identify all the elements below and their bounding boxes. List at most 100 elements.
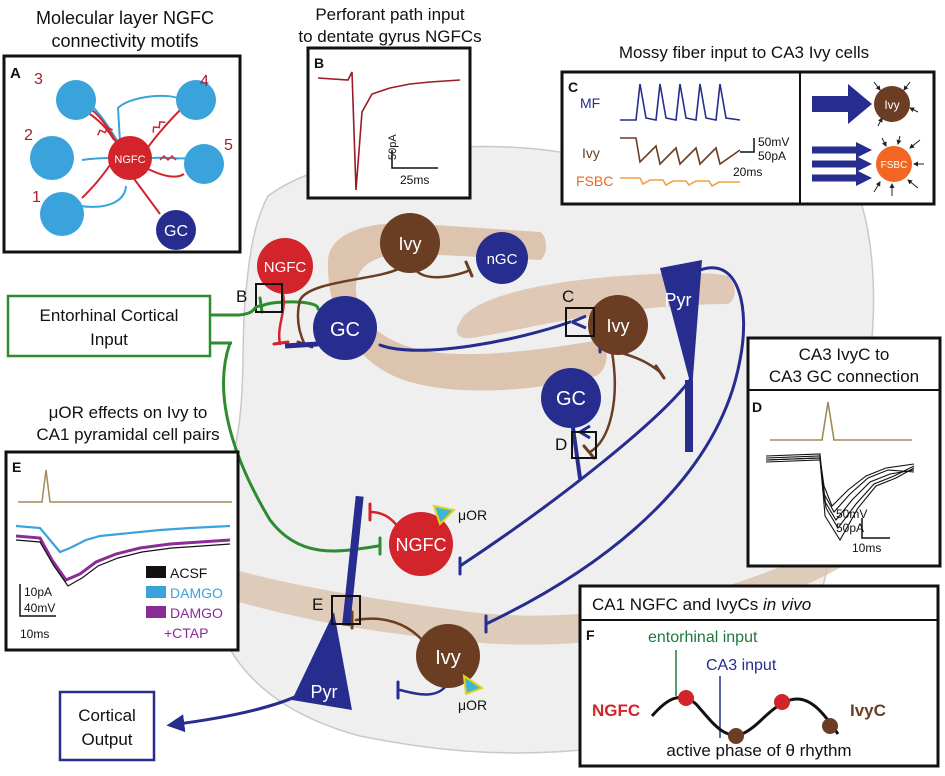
cortical-output-box: Cortical Output <box>58 690 156 762</box>
ivy-top-axon-gc <box>296 266 402 347</box>
panel-d-title-2: CA3 GC connection <box>769 367 919 386</box>
panel-f: CA1 NGFC and IvyCs in vivo F entorhinal … <box>578 584 940 768</box>
gc-mossy-fiber <box>378 320 572 352</box>
ca1-ivy-label: Ivy <box>435 647 461 669</box>
panel-c-label-ivy: Ivy <box>582 145 600 161</box>
panel-a-num-5: 5 <box>224 137 233 154</box>
panel-a-title-1: Molecular layer NGFC <box>36 8 214 28</box>
panel-a-num-4: 4 <box>200 73 209 90</box>
ca3-gc-label: GC <box>556 388 586 410</box>
panel-e-legend-acsf: ACSF <box>170 565 207 581</box>
ca3-granule-cell: GC <box>541 368 601 428</box>
panel-f-ivyc: IvyC <box>850 701 886 720</box>
svg-text:C: C <box>562 287 574 306</box>
marker-e: E <box>312 595 361 625</box>
panel-e-legend-damgo-ctap: DAMGO <box>170 605 223 621</box>
entorhinal-link <box>239 304 263 317</box>
cortical-label-2: Output <box>81 730 132 749</box>
ca3-ivy-cell: Ivy <box>588 295 648 355</box>
panel-c-ivy-cell: Ivy <box>884 98 899 112</box>
cortical-label-1: Cortical <box>78 706 136 725</box>
panel-d: CA3 IvyC to CA3 GC connection D 50mV 50p… <box>746 336 942 568</box>
ca3-pyramidal-cell: Pyr <box>660 260 702 452</box>
panel-a-title-2: connectivity motifs <box>51 31 198 51</box>
svg-text:D: D <box>555 435 567 454</box>
panel-e-legend-damgo: DAMGO <box>170 585 223 601</box>
mor-receptor-bottom-icon <box>462 673 485 696</box>
ca1-pyr-label: Pyr <box>311 682 338 702</box>
ca1-ivy-cell: Ivy <box>416 624 480 688</box>
panel-a-num-2: 2 <box>24 127 33 144</box>
panel-d-title-1: CA3 IvyC to <box>799 345 890 364</box>
ca1-ngfc-cell: NGFC <box>389 512 453 576</box>
panel-e: μOR effects on Ivy to CA1 pyramidal cell… <box>4 403 240 652</box>
panel-b-letter: B <box>314 55 324 71</box>
panel-e-legend-ctap: +CTAP <box>164 625 208 641</box>
panel-d-scale-t: 10ms <box>852 541 881 555</box>
dg-granule-cell: GC <box>284 296 377 360</box>
ivy-top-label: Ivy <box>398 234 421 254</box>
panel-e-title-1: μOR effects on Ivy to <box>49 403 208 422</box>
marker-b: B <box>236 283 283 313</box>
panel-a-gc-label: GC <box>164 223 188 240</box>
panel-f-title: CA1 NGFC and IvyCs in vivo <box>592 595 811 614</box>
entorhinal-label-2: Input <box>90 330 128 349</box>
panel-c-title: Mossy fiber input to CA3 Ivy cells <box>619 43 869 62</box>
panel-a: Molecular layer NGFC connectivity motifs… <box>2 8 242 254</box>
panel-f-letter: F <box>586 627 595 643</box>
panel-e-scale-t: 10ms <box>20 627 49 641</box>
panel-b-scale-x: 25ms <box>400 173 429 187</box>
mor-receptor-top-icon <box>432 504 457 526</box>
ca1-pyramidal-cell: Pyr <box>292 495 364 710</box>
ca3-ivy-label: Ivy <box>606 316 629 336</box>
panel-d-scale-i: 50pA <box>836 521 864 535</box>
panel-c: Mossy fiber input to CA3 Ivy cells C MF … <box>560 43 936 206</box>
panel-e-letter: E <box>12 459 21 475</box>
ca3-gc-axon <box>571 426 582 480</box>
panel-b-scale-y: 50pA <box>387 134 399 160</box>
panel-e-scale-i: 10pA <box>24 585 52 599</box>
panel-d-scale-v: 50mV <box>836 507 867 521</box>
entorhinal-label-1: Entorhinal Cortical <box>40 306 179 325</box>
entorhinal-axon-ca1 <box>222 341 380 553</box>
panel-a-num-1: 1 <box>32 189 41 206</box>
mor-bottom-label: μOR <box>458 697 487 713</box>
marker-c: C <box>562 287 595 337</box>
entorhinal-axon-dg <box>260 300 320 311</box>
panel-a-letter: A <box>10 65 21 82</box>
panel-b: Perforant path input to dentate gyrus NG… <box>298 5 482 200</box>
ngfc-top-cell: NGFC <box>257 238 313 294</box>
ngfc-top-label: NGFC <box>264 259 307 276</box>
panel-c-letter: C <box>568 79 578 95</box>
ca3-pyr-to-ngfc <box>458 378 692 568</box>
panel-a-num-3: 3 <box>34 71 43 88</box>
ca3-pyr-label: Pyr <box>665 290 692 310</box>
mossy-fiber-terminal <box>571 314 587 330</box>
panel-b-title-1: Perforant path input <box>315 5 465 24</box>
ngc-cell: nGC <box>476 232 528 284</box>
panel-d-letter: D <box>752 399 762 415</box>
panel-c-label-mf: MF <box>580 95 600 111</box>
svg-text:E: E <box>312 595 323 614</box>
panel-c-fsbc-cell: FSBC <box>881 160 908 171</box>
panel-c-scale-v: 50mV <box>758 135 789 149</box>
entorhinal-input-box: Entorhinal Cortical Input <box>6 294 240 358</box>
panel-f-ca3: CA3 input <box>706 657 777 674</box>
ngc-label: nGC <box>487 251 518 268</box>
panel-c-label-fsbc: FSBC <box>576 173 613 189</box>
panel-f-ngfc: NGFC <box>592 701 640 720</box>
marker-d: D <box>555 431 597 459</box>
svg-text:B: B <box>236 287 247 306</box>
panel-e-title-2: CA1 pyramidal cell pairs <box>36 425 219 444</box>
panel-f-entorhinal: entorhinal input <box>648 629 758 646</box>
ivy-top-cell: Ivy <box>380 213 440 273</box>
panel-b-title-2: to dentate gyrus NGFCs <box>298 27 481 46</box>
panel-a-ngfc-label: NGFC <box>114 154 145 166</box>
panel-c-scale-i: 50pA <box>758 149 786 163</box>
ca1-ngfc-label: NGFC <box>396 535 447 555</box>
gc-main-label: GC <box>330 319 360 341</box>
panel-c-scale-t: 20ms <box>733 165 762 179</box>
ca3-pyr-schaffer <box>484 266 746 626</box>
mor-top-label: μOR <box>458 507 487 523</box>
